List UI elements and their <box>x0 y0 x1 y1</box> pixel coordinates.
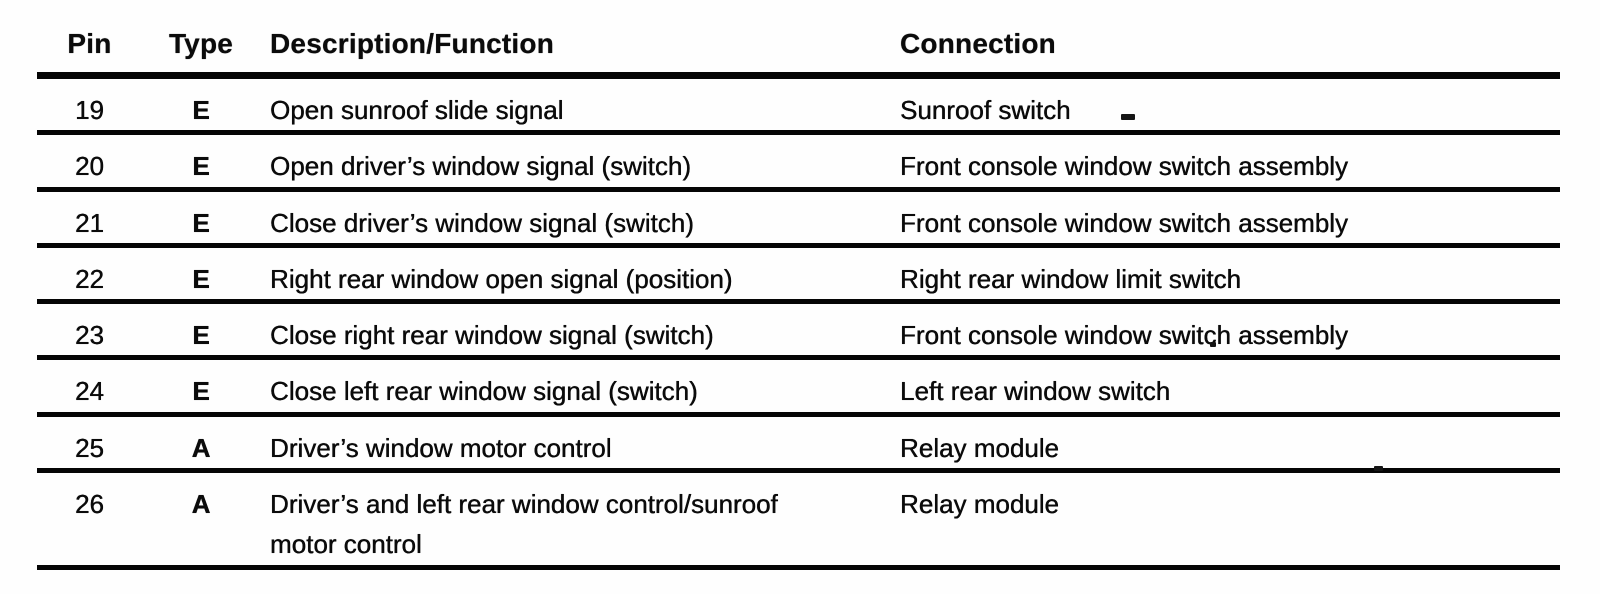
description-cell: Close left rear window signal (switch) <box>260 357 900 417</box>
connection-cell: Left rear window switch <box>900 357 1560 417</box>
connection-cell: Right rear window limit switch <box>900 245 1560 305</box>
pin-assignment-table: Pin Type Description/Function Connection… <box>37 0 1560 570</box>
type-cell: E <box>142 132 260 192</box>
column-header-description: Description/Function <box>260 0 900 79</box>
connection-cell: Relay module <box>900 470 1560 570</box>
type-cell: A <box>142 470 260 570</box>
description-cell: Open driver’s window signal (switch) <box>260 132 900 192</box>
table-row: 19 E Open sunroof slide signal Sunroof s… <box>37 75 1560 136</box>
type-cell: E <box>142 75 260 136</box>
column-header-connection: Connection <box>900 0 1560 79</box>
column-header-pin: Pin <box>37 0 142 79</box>
table-row: 26 A Driver’s and left rear window contr… <box>37 470 1560 570</box>
table-row: 21 E Close driver’s window signal (switc… <box>37 189 1560 248</box>
connection-cell: Front console window switch assembly <box>900 301 1560 361</box>
pin-cell: 26 <box>37 470 142 570</box>
pin-cell: 22 <box>37 245 142 305</box>
column-header-type: Type <box>142 0 260 79</box>
connection-cell: Front console window switch assembly <box>900 189 1560 248</box>
description-cell: Open sunroof slide signal <box>260 75 900 136</box>
pin-cell: 25 <box>37 414 142 474</box>
pin-cell: 23 <box>37 301 142 361</box>
description-cell: Close right rear window signal (switch) <box>260 301 900 361</box>
scan-artifact <box>1121 114 1135 120</box>
description-cell: Right rear window open signal (position) <box>260 245 900 305</box>
scan-artifact <box>1374 466 1383 471</box>
pin-cell: 21 <box>37 189 142 248</box>
table-row: 22 E Right rear window open signal (posi… <box>37 245 1560 305</box>
table-row: 24 E Close left rear window signal (swit… <box>37 357 1560 417</box>
description-cell: Driver’s window motor control <box>260 414 900 474</box>
connection-cell: Front console window switch assembly <box>900 132 1560 192</box>
type-cell: E <box>142 357 260 417</box>
type-cell: E <box>142 189 260 248</box>
table-row: 23 E Close right rear window signal (swi… <box>37 301 1560 361</box>
pin-cell: 24 <box>37 357 142 417</box>
type-cell: A <box>142 414 260 474</box>
table-row: 20 E Open driver’s window signal (switch… <box>37 132 1560 192</box>
scan-artifact <box>1210 342 1216 347</box>
pin-cell: 19 <box>37 75 142 136</box>
description-cell: Close driver’s window signal (switch) <box>260 189 900 248</box>
connection-cell: Relay module <box>900 414 1560 474</box>
description-cell: Driver’s and left rear window control/su… <box>260 470 900 570</box>
pin-cell: 20 <box>37 132 142 192</box>
table-row: 25 A Driver’s window motor control Relay… <box>37 414 1560 474</box>
type-cell: E <box>142 301 260 361</box>
header-row: Pin Type Description/Function Connection <box>37 0 1560 79</box>
connection-cell: Sunroof switch <box>900 75 1560 136</box>
type-cell: E <box>142 245 260 305</box>
